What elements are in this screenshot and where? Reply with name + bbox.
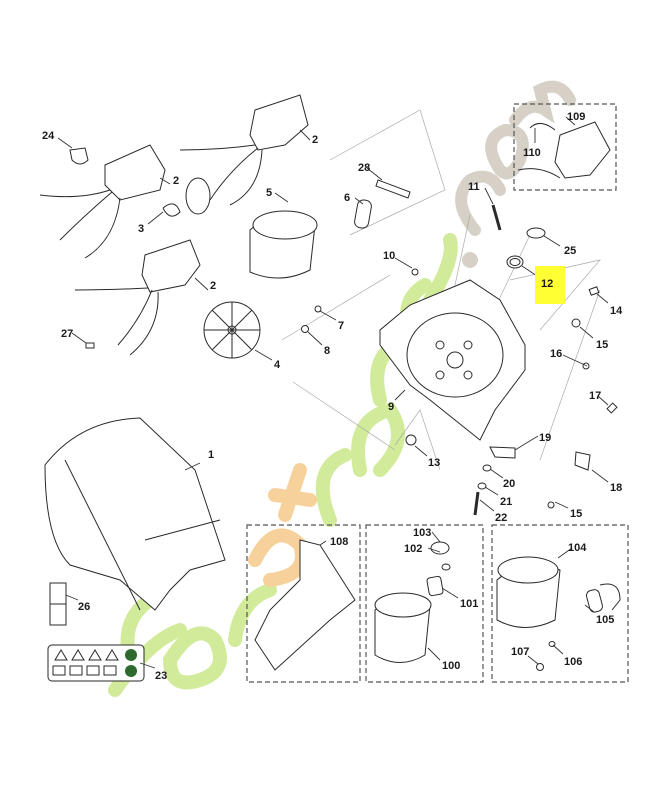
part-label[interactable]: 15 bbox=[596, 339, 609, 351]
part-label[interactable]: 25 bbox=[564, 245, 577, 257]
part-label[interactable]: 105 bbox=[596, 614, 615, 626]
part-label[interactable]: 106 bbox=[564, 656, 583, 668]
part-label[interactable]: 27 bbox=[61, 328, 74, 340]
part-label[interactable]: 13 bbox=[428, 457, 441, 469]
highlighted-part-12 bbox=[535, 266, 565, 304]
unplug-icon bbox=[103, 665, 117, 676]
part-label[interactable]: 26 bbox=[78, 601, 91, 613]
leader-lines bbox=[57, 116, 609, 669]
part-label[interactable]: 109 bbox=[567, 111, 586, 123]
part-label[interactable]: 6 bbox=[344, 192, 351, 204]
blade-icon bbox=[86, 665, 100, 676]
switch-box-2 bbox=[249, 94, 309, 151]
part-label[interactable]: 3 bbox=[138, 223, 145, 235]
part-label[interactable]: 14 bbox=[610, 305, 623, 317]
eye-protection-icon bbox=[125, 665, 137, 677]
part-label[interactable]: 2 bbox=[210, 280, 217, 292]
part-label[interactable]: 15 bbox=[570, 508, 583, 520]
part-label[interactable]: 4 bbox=[274, 359, 281, 371]
part-label[interactable]: 17 bbox=[589, 390, 602, 402]
switch-box-3 bbox=[141, 239, 201, 293]
ear-protection-icon bbox=[125, 649, 137, 661]
part-label[interactable]: 19 bbox=[539, 432, 552, 444]
part-label[interactable]: 2 bbox=[312, 134, 319, 146]
part-label[interactable]: 22 bbox=[495, 512, 508, 524]
warning-icon bbox=[71, 649, 85, 661]
part-label[interactable]: 103 bbox=[413, 527, 432, 539]
warning-icon bbox=[54, 649, 68, 661]
part-label[interactable]: 9 bbox=[388, 401, 395, 413]
part-label[interactable]: 2 bbox=[173, 175, 180, 187]
part-label[interactable]: 101 bbox=[460, 598, 479, 610]
warning-icon bbox=[88, 649, 102, 661]
part-label[interactable]: 104 bbox=[568, 542, 587, 554]
part-label[interactable]: 110 bbox=[523, 147, 541, 159]
part-label[interactable]: 108 bbox=[330, 536, 349, 548]
part-label[interactable]: 18 bbox=[610, 482, 623, 494]
distance-icon bbox=[69, 665, 83, 676]
part-drawings bbox=[39, 94, 621, 671]
manual-icon bbox=[52, 665, 66, 676]
watermark bbox=[108, 80, 576, 697]
part-label[interactable]: 100 bbox=[442, 660, 461, 672]
part-label[interactable]: 24 bbox=[42, 130, 55, 142]
part-label[interactable]: 10 bbox=[383, 250, 396, 262]
part-label[interactable]: 1 bbox=[208, 449, 215, 461]
part-label[interactable]: 12 bbox=[541, 278, 554, 290]
part-label[interactable]: 28 bbox=[358, 162, 371, 174]
switch-box-1 bbox=[104, 144, 166, 201]
part-label[interactable]: 11 bbox=[468, 181, 480, 193]
part-label[interactable]: 102 bbox=[404, 543, 423, 555]
part-label[interactable]: 21 bbox=[500, 496, 513, 508]
safety-sticker bbox=[47, 644, 145, 682]
clip-24 bbox=[69, 147, 89, 165]
part-label[interactable]: 7 bbox=[338, 320, 345, 332]
part-label[interactable]: 107 bbox=[511, 646, 530, 658]
part-label[interactable]: 23 bbox=[155, 670, 168, 682]
part-label[interactable]: 16 bbox=[550, 348, 563, 360]
part-label[interactable]: 20 bbox=[503, 478, 516, 490]
group-boxes bbox=[246, 103, 629, 683]
warning-icon bbox=[105, 649, 119, 661]
part-label[interactable]: 5 bbox=[266, 187, 273, 199]
part-label[interactable]: 8 bbox=[324, 345, 331, 357]
